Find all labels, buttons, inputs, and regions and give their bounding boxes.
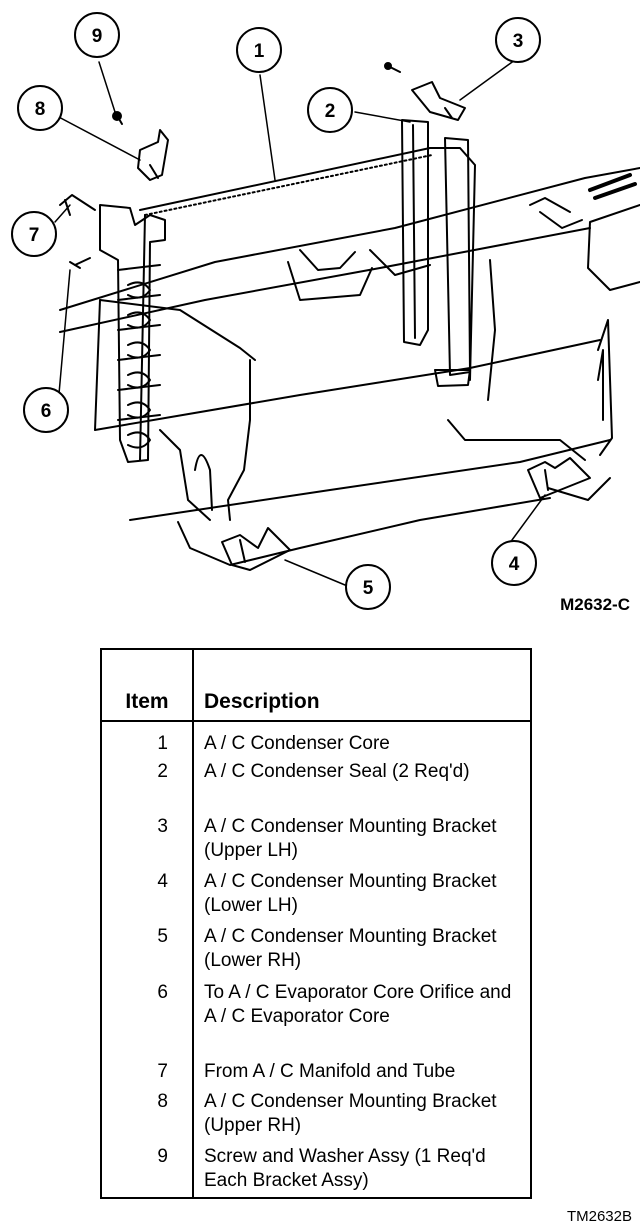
callout-9: 9: [74, 12, 120, 58]
item-description: To A / C Evaporator Core Orifice and A /…: [204, 982, 512, 1027]
upper-rh-bracket: [137, 129, 169, 181]
callout-3: 3: [495, 17, 541, 63]
item-number: 2: [157, 761, 168, 782]
item-number: 7: [157, 1061, 168, 1082]
drawing-code: TM2632B: [566, 1208, 632, 1225]
item-number: 4: [157, 871, 168, 892]
callout-7: 7: [11, 211, 57, 257]
refrigerant-lines: [59, 194, 96, 269]
item-description: A / C Condenser Mounting Bracket (Lower …: [204, 871, 497, 916]
item-number: 3: [157, 816, 168, 837]
svg-text:3: 3: [513, 31, 524, 52]
item-description: Screw and Washer Assy (1 Req'd Each Brac…: [204, 1146, 486, 1191]
item-number: 6: [157, 982, 168, 1003]
svg-text:4: 4: [509, 554, 520, 575]
header-description: Description: [204, 690, 320, 713]
condenser-exploded-diagram: 1 2 3 4 5 6 7 8 9: [11, 12, 640, 610]
svg-text:8: 8: [35, 99, 46, 120]
callout-1: 1: [236, 27, 282, 73]
screw-icon: [112, 62, 401, 125]
leader-lines: [54, 59, 546, 586]
svg-text:9: 9: [92, 26, 103, 47]
item-description: A / C Condenser Mounting Bracket (Upper …: [204, 816, 497, 861]
callout-5: 5: [345, 564, 391, 610]
item-number: 5: [157, 926, 168, 947]
callout-6: 6: [23, 387, 69, 433]
item-description: A / C Condenser Core: [204, 733, 390, 754]
item-description: A / C Condenser Seal (2 Req'd): [204, 761, 470, 782]
item-description: From A / C Manifold and Tube: [204, 1061, 456, 1082]
header-divider: [102, 720, 530, 722]
item-description: A / C Condenser Mounting Bracket (Upper …: [204, 1091, 497, 1136]
item-number: 9: [157, 1146, 168, 1167]
callout-8: 8: [17, 85, 63, 131]
upper-lh-bracket: [411, 81, 466, 121]
callout-4: 4: [491, 540, 537, 586]
header-item: Item: [125, 690, 169, 713]
condenser-seal-strip: [401, 119, 429, 346]
item-number: 1: [157, 733, 168, 754]
condenser-left-tank: [99, 204, 166, 463]
parts-table: Item Description 1 A / C Condenser Core …: [100, 648, 532, 1199]
svg-text:2: 2: [325, 101, 336, 122]
svg-text:7: 7: [29, 225, 40, 246]
item-number: 8: [157, 1091, 168, 1112]
column-divider: [192, 650, 194, 1197]
lower-rh-bracket: [221, 527, 291, 571]
callout-2: 2: [307, 87, 353, 133]
radiator-support-panel: [59, 167, 640, 566]
figure-code: M2632-C: [560, 595, 630, 614]
svg-text:1: 1: [254, 41, 265, 62]
svg-text:6: 6: [41, 401, 52, 422]
condenser-right-tank: [434, 137, 471, 387]
svg-text:5: 5: [363, 578, 374, 599]
item-description: A / C Condenser Mounting Bracket (Lower …: [204, 926, 497, 971]
